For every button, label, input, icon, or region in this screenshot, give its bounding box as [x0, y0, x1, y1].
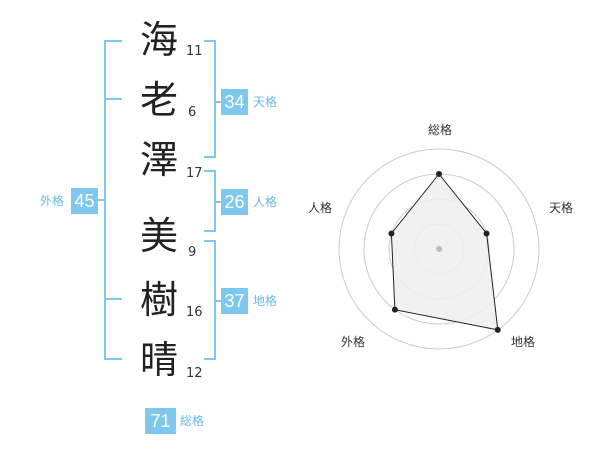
- tenkaku-label: 天格: [253, 95, 278, 109]
- gaikaku-badge: 45: [71, 188, 98, 214]
- jinkaku-connector: [215, 201, 221, 203]
- surname-stroke-2: 6: [188, 105, 197, 120]
- tenkaku-bracket: [204, 40, 216, 158]
- given-char-2: 樹: [139, 278, 178, 322]
- radar-point-1: [436, 171, 442, 177]
- radar-shape: [390, 173, 499, 331]
- surname-stroke-3: 17: [186, 166, 203, 181]
- surname-char-2: 老: [139, 78, 178, 122]
- radar-point-5: [388, 230, 395, 237]
- radar-points: [388, 171, 501, 333]
- gaikaku-bracket-tick-bottom: [104, 298, 122, 300]
- given-stroke-1: 9: [188, 245, 197, 260]
- chikaku-badge: 37: [221, 288, 248, 314]
- jinkaku-badge: 26: [221, 189, 248, 215]
- gaikaku-bracket-tick-top: [104, 98, 122, 100]
- gaikaku-label: 外格: [40, 194, 65, 208]
- surname-char-3: 澤: [139, 138, 178, 182]
- radar-point-3: [494, 326, 501, 333]
- radar-label-soukaku: 総格: [428, 123, 453, 137]
- given-char-1: 美: [139, 214, 178, 258]
- tenkaku-badge: 34: [221, 89, 248, 115]
- soukaku-label: 総格: [180, 414, 205, 428]
- tenkaku-connector: [215, 101, 221, 103]
- chikaku-connector: [215, 300, 221, 302]
- chikaku-label: 地格: [253, 294, 278, 308]
- soukaku-badge: 71: [145, 408, 176, 434]
- radar-center-dot: [436, 246, 442, 252]
- radar-point-2: [483, 230, 490, 237]
- surname-char-1: 海: [139, 18, 178, 62]
- radar-label-tenkaku: 天格: [549, 201, 574, 215]
- given-char-3: 晴: [139, 338, 178, 382]
- given-stroke-2: 16: [186, 305, 203, 320]
- gaikaku-connector: [98, 199, 106, 201]
- radar-point-4: [391, 306, 398, 313]
- jinkaku-label: 人格: [253, 195, 278, 209]
- radar-label-chikaku: 地格: [511, 335, 536, 349]
- surname-stroke-1: 11: [186, 44, 203, 59]
- radar-label-gaikaku: 外格: [341, 335, 366, 349]
- given-stroke-3: 12: [186, 366, 203, 381]
- radar-label-jinkaku: 人格: [308, 201, 333, 215]
- radar-grid-ring: [338, 148, 540, 350]
